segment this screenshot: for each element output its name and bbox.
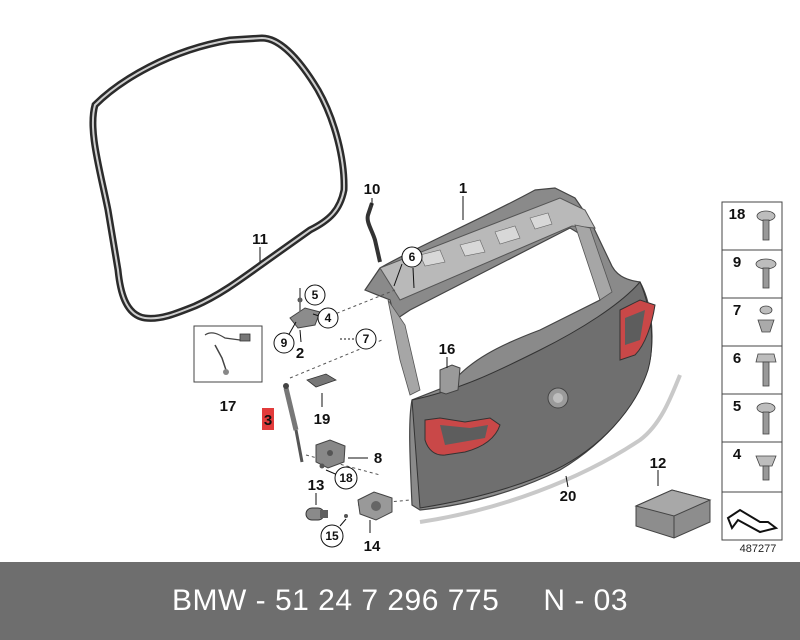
callout-6: 6 — [409, 250, 416, 264]
callout-3-highlight — [262, 408, 274, 430]
callout-5: 5 — [312, 288, 319, 302]
legend-label-7: 7 — [733, 302, 741, 319]
callout-15: 15 — [325, 529, 339, 543]
legend-label-5: 5 — [733, 398, 741, 415]
collar-screw-icon — [755, 258, 777, 289]
legend-label-6: 6 — [733, 350, 741, 367]
legend-label-9: 9 — [733, 254, 741, 271]
parts-diagram: 1 2 3 4 5 6 7 8 9 10 11 12 13 14 15 16 1… — [89, 34, 783, 555]
callout-8: 8 — [374, 450, 382, 467]
callout-9: 9 — [281, 336, 288, 350]
legend-label-4: 4 — [733, 446, 742, 463]
callout-7: 7 — [363, 332, 370, 346]
legend-label-18: 18 — [729, 206, 746, 223]
callout-4: 4 — [325, 311, 332, 325]
tailgate-seal — [89, 34, 348, 322]
lock — [344, 491, 393, 521]
callout-3: 3 — [264, 412, 272, 429]
strut-bracket — [315, 439, 346, 469]
cable — [365, 202, 382, 263]
pad — [306, 373, 337, 388]
sensor-inset — [193, 325, 263, 383]
direction-arrow-icon — [721, 491, 783, 541]
callout-2: 2 — [296, 345, 304, 362]
torx-screw-icon — [756, 402, 776, 435]
callout-18: 18 — [339, 471, 353, 485]
callout-19: 19 — [314, 411, 331, 428]
callout-16: 16 — [439, 341, 456, 358]
callout-12: 12 — [650, 455, 667, 472]
gas-strut — [283, 383, 304, 463]
clip-nut-icon — [755, 455, 777, 481]
footer-bar: BMW - 51 24 7 296 775 N - 03 — [0, 562, 800, 640]
callout-20: 20 — [560, 488, 577, 505]
part-number: BMW - 51 24 7 296 775 — [171, 584, 500, 617]
variant-code: N - 03 — [543, 584, 629, 617]
hinge — [289, 288, 321, 329]
torx-screw-icon — [756, 210, 776, 241]
trim-strip — [419, 374, 682, 524]
fastener-legend: 18 9 7 6 5 4 — [721, 201, 783, 493]
bracket — [439, 364, 461, 395]
bumper — [305, 507, 328, 521]
callout-10: 10 — [364, 181, 381, 198]
adhesive-pack — [634, 489, 712, 539]
callout-11: 11 — [252, 231, 268, 248]
expanding-rivet-icon — [757, 305, 775, 333]
callout-14: 14 — [364, 538, 381, 555]
callout-17: 17 — [220, 398, 237, 415]
callout-1: 1 — [459, 180, 467, 197]
tailgate-body — [364, 187, 656, 511]
callout-13: 13 — [308, 477, 325, 494]
hex-bolt-icon — [755, 353, 777, 387]
diagram-ref-number: 487277 — [740, 543, 777, 555]
